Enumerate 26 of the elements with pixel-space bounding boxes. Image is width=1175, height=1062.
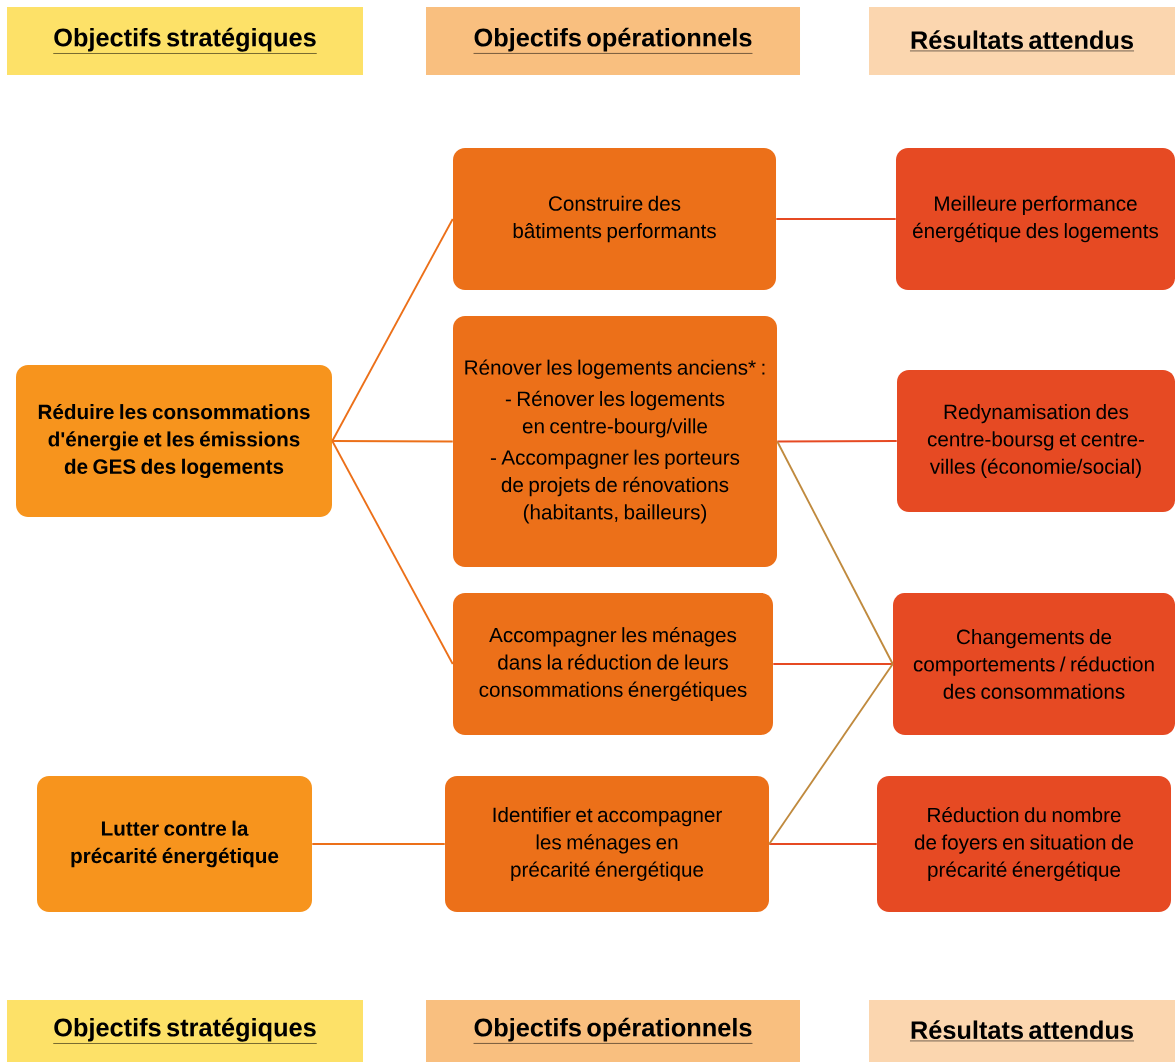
column-header: Objectifs opérationnels bbox=[426, 1000, 800, 1062]
result-box: Changements de comportements / réduction des consommations bbox=[893, 593, 1175, 735]
connector-line bbox=[331, 440, 454, 443]
column-header: Résultats attendus bbox=[869, 7, 1175, 75]
column-header: Objectifs stratégiques bbox=[7, 7, 363, 75]
strategic-objective-box: Réduire les consommations d'énergie et les émissions de GES des logements bbox=[16, 365, 332, 517]
connector-line bbox=[768, 843, 878, 845]
connector-line bbox=[776, 440, 894, 665]
column-header: Résultats attendus bbox=[869, 1000, 1175, 1062]
result-box: Réduction du nombre de foyers en situation de précarité énergétique bbox=[877, 776, 1171, 912]
connector-line bbox=[768, 663, 894, 845]
connector-line bbox=[331, 218, 454, 442]
column-header: Objectifs stratégiques bbox=[7, 1000, 363, 1062]
operational-objective-box: Construire des bâtiments performants bbox=[453, 148, 776, 290]
result-box: Meilleure performance énergétique des logements bbox=[896, 148, 1175, 290]
connector-line bbox=[311, 843, 446, 845]
connector-line bbox=[776, 440, 898, 443]
strategic-objective-box: Lutter contre la précarité énergétique bbox=[37, 776, 312, 912]
result-box: Redynamisation des centre-boursg et centre-villes (économie/social) bbox=[897, 370, 1175, 512]
connector-line bbox=[772, 663, 894, 665]
operational-objective-box: Accompagner les ménages dans la réduction de leurs consommations énergétiques bbox=[453, 593, 773, 735]
connector-line bbox=[331, 440, 454, 665]
operational-objective-box: Identifier et accompagner les ménages en précarité énergétique bbox=[445, 776, 769, 912]
operational-objective-box: Rénover les logements anciens* : - Rénover les logements en centre-bourg/ville - Accompagner les porteurs de projets de rénovations (habitants, bailleurs) bbox=[453, 315, 777, 567]
column-header: Objectifs opérationnels bbox=[426, 7, 800, 75]
connector-line bbox=[775, 218, 897, 220]
